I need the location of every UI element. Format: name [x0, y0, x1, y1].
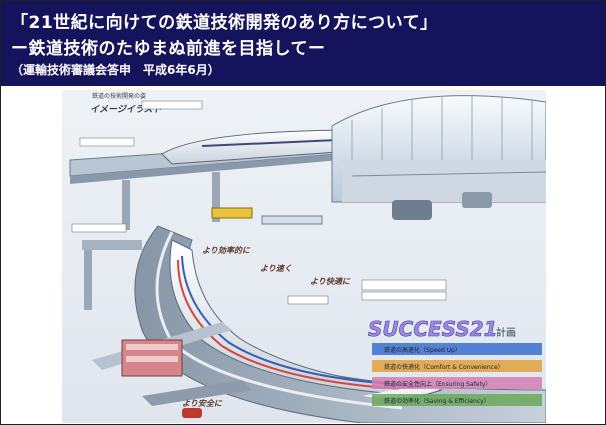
platform-trains — [211, 207, 323, 225]
success21-logo: SUCCESS21 計画 — [368, 317, 516, 342]
legend-safety: 鉄道の安全性向上（Ensuring Safety） — [384, 380, 491, 388]
slide-header: 「21世紀に向けての鉄道技術開発のあり方について」 ー鉄道技術のたゆまぬ前進を目… — [1, 1, 605, 86]
car-icon — [182, 408, 202, 418]
heading-small: 鉄道の技術開発の姿 — [92, 92, 146, 100]
title-line-1: 「21世紀に向けての鉄道技術開発のあり方について」 — [11, 13, 438, 33]
heading: イメージイラスト — [90, 104, 162, 115]
legend-speed: 鉄道の高速化（Speed Up） — [384, 346, 461, 354]
legend-comfort: 鉄道の快適化（Comfort & Convenience） — [384, 363, 504, 371]
callout-efficient: より効率的に — [202, 246, 251, 255]
logo-suffix: 計画 — [496, 326, 516, 339]
railway-illustration: 鉄道の技術開発の姿 イメージイラスト より効率的に より速く より快適に より安… — [62, 90, 546, 423]
legend-efficiency: 鉄道の効率化（Saving & Efficiency） — [384, 397, 490, 405]
title-line-2: ー鉄道技術のたゆまぬ前進を目指してー — [11, 39, 326, 59]
subtitle: （運輸技術審議会答申 平成6年6月） — [11, 63, 220, 77]
lower-structures — [82, 240, 252, 418]
legend: 鉄道の高速化（Speed Up） 鉄道の快適化（Comfort & Conven… — [372, 343, 542, 406]
callout-comfortable: より快適に — [310, 277, 351, 286]
callout-safer: より安全に — [182, 398, 223, 408]
info-labels — [71, 100, 447, 305]
svg-text:SUCCESS21: SUCCESS21 — [368, 317, 498, 341]
callouts: より効率的に より速く より快適に より安全に — [182, 246, 351, 408]
callout-faster: より速く — [260, 264, 292, 273]
station-dome — [331, 95, 546, 220]
